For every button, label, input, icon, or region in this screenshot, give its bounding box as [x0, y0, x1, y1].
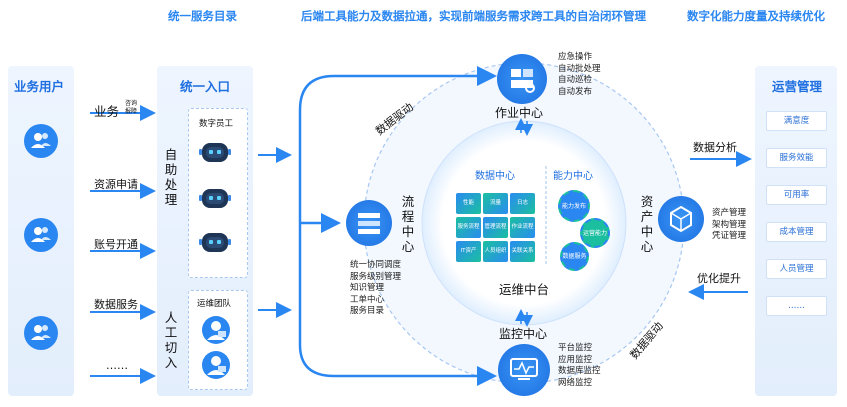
user-group-icon [24, 316, 58, 350]
process-center-title: 流程中心 [401, 194, 415, 254]
engineer-icon [202, 316, 230, 344]
ops-team-label: 运维团队 [197, 299, 232, 309]
asset-center-icon [658, 196, 704, 242]
user-group-icon [24, 218, 58, 252]
data-cube: 管理流程 [483, 217, 508, 238]
process-item: 知识管理 [350, 283, 385, 293]
metric-more: …… [766, 296, 827, 316]
request-account: 账号开通 [94, 238, 138, 251]
ops-item: 自动批处理 [558, 63, 601, 74]
request-business-fault: 报障 [125, 108, 138, 115]
request-resource: 资源申请 [94, 178, 138, 191]
user-group-icon [24, 124, 58, 158]
monitor-center-icon [498, 344, 550, 396]
capability-publish-gear: 能力发布 [558, 190, 590, 222]
ops-items-list: 应急操作 自动批处理 自动巡检 自动发布 [558, 52, 601, 98]
asset-item: 凭证管理 [712, 231, 747, 241]
robot-icon [199, 230, 231, 254]
monitor-center-title: 监控中心 [499, 327, 548, 341]
asset-items-list: 资产管理 架构管理 凭证管理 [712, 208, 746, 243]
robot-icon [199, 186, 231, 210]
process-items-list: 统一协同调度 服务级别管理 知识管理 工单中心 服务目录 [350, 260, 401, 318]
data-cube: 关联关系 [510, 241, 535, 262]
ops-item: 自动发布 [558, 86, 593, 97]
asset-item: 架构管理 [712, 219, 747, 230]
ops-capability-gear: 运营能力 [580, 218, 610, 248]
manual-intervention-label: 人工切入 [164, 310, 178, 370]
process-item: 服务目录 [350, 306, 385, 316]
business-users-title: 业务用户 [14, 79, 65, 94]
optimize-label: 优化提升 [697, 272, 741, 285]
ops-item: 应急操作 [558, 52, 593, 62]
robot-icon [199, 140, 231, 164]
header-catalog: 统一服务目录 [168, 9, 237, 23]
request-business-consult: 咨询 [125, 100, 138, 107]
data-service-gear: 数据服务 [560, 242, 589, 271]
platform-title: 运维中台 [499, 282, 550, 297]
monitor-items-list: 平台监控 应用监控 数据库监控 网络监控 [558, 343, 601, 389]
unified-entry-title: 统一入口 [180, 79, 231, 94]
asset-item: 资产管理 [712, 208, 747, 218]
header-closed-loop: 后端工具能力及数据拉通，实现前端服务需求跨工具的自治闭环管理 [301, 9, 646, 23]
data-cube: 性能 [456, 193, 481, 214]
monitor-item: 应用监控 [558, 354, 593, 365]
monitor-item: 平台监控 [558, 343, 593, 353]
request-data-service: 数据服务 [94, 298, 138, 311]
header-metrics: 数字化能力度量及持续优化 [687, 9, 825, 23]
data-analysis-label: 数据分析 [693, 141, 737, 154]
metric-personnel: 人员管理 [766, 259, 827, 279]
ops-center-icon [497, 54, 547, 104]
monitor-item: 网络监控 [558, 377, 593, 388]
auto-handle-label: 自助处理 [164, 147, 178, 207]
capability-center-title: 能力中心 [553, 171, 593, 182]
request-more: …… [106, 359, 128, 372]
data-cube: 服务流程 [456, 217, 481, 238]
ops-item: 自动巡检 [558, 75, 593, 85]
data-cube: 日志 [510, 193, 535, 214]
data-center-title: 数据中心 [475, 171, 515, 182]
data-cube: IT资产 [456, 241, 481, 262]
ops-management-title: 运营管理 [772, 79, 823, 94]
process-item: 服务级别管理 [350, 271, 402, 282]
process-item: 统一协同调度 [350, 260, 402, 270]
engineer-icon [202, 351, 230, 379]
metric-cost: 成本管理 [766, 222, 827, 242]
metric-satisfaction: 满意度 [766, 111, 827, 131]
ops-center-title: 作业中心 [495, 106, 544, 120]
process-center-icon [346, 200, 392, 246]
asset-center-title: 资产中心 [640, 194, 654, 254]
data-cube: 作业流程 [510, 217, 535, 238]
monitor-item: 数据库监控 [558, 366, 601, 376]
digital-staff-label: 数字员工 [199, 119, 234, 129]
process-item: 工单中心 [350, 294, 385, 305]
data-cube: 流量 [483, 193, 508, 214]
request-business: 业务 [94, 104, 120, 119]
metric-efficiency: 服务效能 [766, 148, 827, 168]
metric-availability: 可用率 [766, 185, 827, 205]
data-cube: 人员组织 [483, 241, 508, 262]
